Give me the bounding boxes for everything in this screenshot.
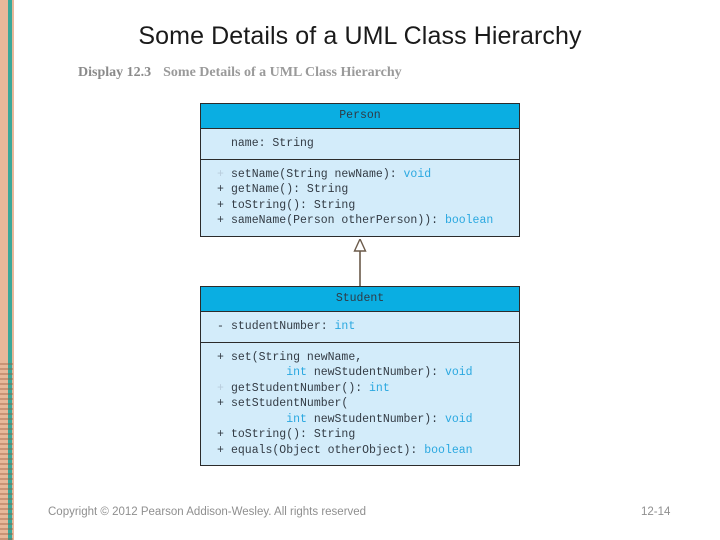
- uml-method-row: + getStudentNumber(): int: [201, 381, 519, 397]
- return-type: int: [369, 381, 390, 395]
- left-edge-decoration: [0, 0, 14, 540]
- return-type: void: [444, 412, 473, 426]
- uml-class-box-person: Person name: String + setName(String newN…: [200, 103, 520, 237]
- visibility-marker: +: [217, 443, 224, 457]
- method-indent: [231, 366, 286, 379]
- uml-methods-student: + set(String newName, int newStudentNumbe…: [201, 343, 519, 466]
- method-signature: newStudentNumber):: [306, 412, 445, 426]
- uml-method-row: + getName(): String: [201, 182, 519, 198]
- footer-page-number: 12-14: [641, 506, 671, 518]
- uml-method-row-continuation: int newStudentNumber): void: [201, 365, 519, 381]
- uml-attributes-person: name: String: [201, 129, 519, 160]
- visibility-marker: +: [217, 397, 224, 410]
- visibility-marker: +: [217, 381, 224, 395]
- method-signature: getName(): String: [231, 183, 349, 196]
- uml-method-row: + toString(): String: [201, 427, 519, 443]
- visibility-marker: +: [217, 167, 224, 181]
- visibility-marker: +: [217, 214, 224, 227]
- return-type: boolean: [444, 214, 494, 227]
- uml-attribute-row: -studentNumber: int: [201, 319, 519, 335]
- footer-copyright: Copyright © 2012 Pearson Addison-Wesley.…: [48, 506, 367, 518]
- attribute-text: name: String: [231, 137, 314, 150]
- method-signature: equals(Object otherObject):: [231, 443, 425, 457]
- uml-class-name-person: Person: [201, 104, 519, 129]
- method-signature: set(String newName,: [231, 350, 363, 364]
- param-type: int: [286, 366, 307, 379]
- generalization-arrow-icon: [353, 239, 367, 287]
- edge-teal-stripe: [8, 0, 12, 540]
- visibility-marker: +: [217, 198, 224, 212]
- method-indent: [231, 413, 286, 426]
- figure-caption-text: Some Details of a UML Class Hierarchy: [163, 65, 402, 80]
- visibility-marker: +: [217, 183, 224, 196]
- figure-caption: Display 12.3 Some Details of a UML Class …: [78, 65, 402, 81]
- method-signature: newStudentNumber):: [306, 366, 445, 379]
- method-signature: setStudentNumber(: [231, 397, 349, 410]
- edge-texture-pattern: [0, 360, 13, 540]
- return-type: void: [444, 366, 473, 379]
- return-type: boolean: [424, 443, 473, 457]
- method-signature: getStudentNumber():: [231, 381, 370, 395]
- uml-method-row: + setStudentNumber(: [201, 396, 519, 412]
- method-signature: toString(): String: [231, 428, 356, 441]
- uml-method-row: + setName(String newName): void: [201, 167, 519, 183]
- uml-class-name-student: Student: [201, 287, 519, 312]
- uml-attribute-row: name: String: [201, 136, 519, 152]
- visibility-marker: [217, 136, 231, 152]
- uml-method-row-continuation: int newStudentNumber): void: [201, 412, 519, 428]
- edge-peach-stripe: [0, 0, 8, 540]
- return-type: void: [403, 167, 432, 181]
- attribute-text: studentNumber:: [231, 320, 335, 333]
- method-signature: setName(String newName):: [231, 167, 404, 181]
- figure-caption-number: Display 12.3: [78, 65, 152, 80]
- uml-method-row: + sameName(Person otherPerson)): boolean: [201, 213, 519, 229]
- uml-method-row: + toString(): String: [201, 198, 519, 214]
- uml-attributes-student: -studentNumber: int: [201, 312, 519, 343]
- visibility-marker: -: [217, 320, 224, 333]
- page-title: Some Details of a UML Class Hierarchy: [138, 22, 582, 50]
- method-signature: sameName(Person otherPerson)):: [231, 214, 445, 227]
- attribute-type: int: [334, 320, 356, 333]
- edge-peach-stripe-inner: [12, 0, 14, 540]
- visibility-marker: +: [217, 350, 224, 364]
- uml-method-row: + equals(Object otherObject): boolean: [201, 443, 519, 459]
- visibility-marker: +: [217, 428, 224, 441]
- method-signature: toString(): String: [231, 198, 356, 212]
- uml-methods-person: + setName(String newName): void + getName(…: [201, 160, 519, 236]
- uml-class-box-student: Student -studentNumber: int + set(String …: [200, 286, 520, 466]
- param-type: int: [286, 412, 307, 426]
- uml-method-row: + set(String newName,: [201, 350, 519, 366]
